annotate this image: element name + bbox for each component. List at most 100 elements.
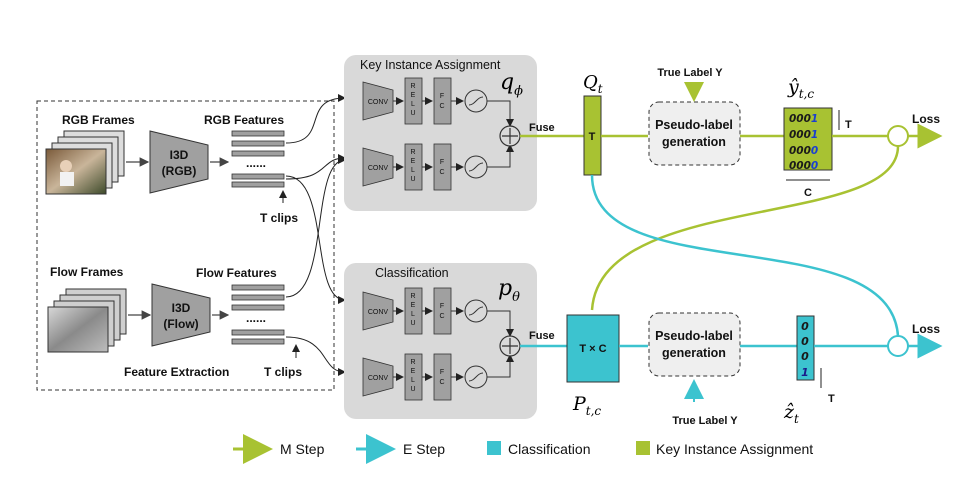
- svg-text:0: 0: [801, 350, 809, 363]
- i3d-rgb-label: I3D: [170, 148, 189, 162]
- svg-text:0000: 0000: [789, 160, 818, 172]
- svg-text:R: R: [410, 83, 415, 90]
- svg-text:R: R: [410, 149, 415, 156]
- i3d-flow-label: I3D: [172, 301, 191, 315]
- pseudo-label-bottom-box: [648, 312, 741, 377]
- cls-conv-2: [362, 357, 394, 397]
- kia-conv-1-label: CONV: [368, 99, 389, 106]
- p-box-label: T × C: [579, 343, 606, 355]
- svg-text:E: E: [411, 92, 416, 99]
- pseudo-label-top-line1: Pseudo-label: [655, 118, 733, 132]
- pseudo-label-bottom-line1: Pseudo-label: [655, 329, 733, 343]
- kia-fuse-label: Fuse: [529, 122, 555, 134]
- p-label: Pt,c: [572, 393, 601, 418]
- kia-fuse-plus: [502, 128, 518, 144]
- q-label: Qt: [583, 72, 603, 96]
- svg-text:F: F: [440, 159, 444, 166]
- i3d-flow-block: [151, 283, 211, 347]
- true-label-bottom: True Label Y: [672, 415, 738, 427]
- cls-fuse-label: Fuse: [529, 330, 555, 342]
- svg-text:L: L: [411, 101, 415, 108]
- true-label-top: True Label Y: [657, 67, 723, 79]
- svg-text:L: L: [411, 377, 415, 384]
- flow-frames-label: Flow Frames: [50, 265, 124, 279]
- legend-m-step-label: M Step: [280, 441, 325, 457]
- yhat-c-dim: C: [804, 187, 812, 199]
- svg-text:0001: 0001: [789, 129, 818, 141]
- loss-top-label: Loss: [912, 112, 940, 126]
- kia-conv-1: [362, 81, 394, 121]
- svg-text:U: U: [410, 320, 415, 327]
- legend-key-instance-label: Key Instance Assignment: [656, 441, 813, 457]
- loss-top-node: [887, 125, 909, 147]
- cls-fc-2: [433, 353, 452, 401]
- svg-text:L: L: [411, 167, 415, 174]
- kia-conv-2-label: CONV: [368, 165, 389, 172]
- feature-connectors: [285, 94, 346, 376]
- flow-features-label: Flow Features: [196, 266, 277, 280]
- cls-fc-1: [433, 287, 452, 335]
- cls-internal-arrows: [393, 307, 514, 381]
- z-label: ẑt: [783, 401, 799, 426]
- loss-bottom-label: Loss: [912, 322, 940, 336]
- cls-sigmoid-2-curve: [468, 372, 484, 382]
- svg-text:E: E: [411, 302, 416, 309]
- yhat-matrix-values: 0001 0001 0000 0000: [789, 113, 818, 172]
- svg-text:C: C: [439, 313, 444, 320]
- svg-text:R: R: [410, 359, 415, 366]
- cls-fuse-plus: [502, 338, 518, 354]
- i3d-flow-sub-label: (Flow): [163, 317, 198, 331]
- yhat-t-dim: T: [845, 119, 852, 131]
- i3d-rgb-sub-label: (RGB): [162, 164, 197, 178]
- kia-fc-1: [433, 77, 452, 125]
- svg-text:F: F: [440, 93, 444, 100]
- z-t-dim: T: [828, 393, 835, 405]
- e-step-path: T × C Pt,c Pseudo-label generation True …: [520, 174, 943, 427]
- t-clips-label-bottom: T clips: [264, 365, 302, 379]
- rgb-features-dots: ......: [246, 156, 266, 170]
- i3d-rgb-block: [149, 130, 209, 194]
- svg-text:C: C: [439, 103, 444, 110]
- t-clips-label-top: T clips: [260, 211, 298, 225]
- pseudo-label-top-box: [648, 101, 741, 166]
- rgb-frames-image: [45, 130, 125, 195]
- flow-frames-image: [47, 288, 127, 353]
- legend: M Step E Step Classification Key Instanc…: [233, 434, 813, 464]
- svg-text:C: C: [439, 169, 444, 176]
- flow-features-dots: ......: [246, 311, 266, 325]
- feature-extraction-border: [36, 100, 335, 391]
- legend-classification-swatch: [487, 441, 501, 455]
- pseudo-label-bottom-line2: generation: [662, 346, 726, 360]
- legend-key-instance-swatch: [636, 441, 650, 455]
- kia-sigmoid-2-curve: [468, 162, 484, 172]
- svg-text:L: L: [411, 311, 415, 318]
- feature-extraction-group: RGB Frames I3D (RGB) RGB Features ......…: [36, 100, 335, 391]
- svg-text:U: U: [410, 176, 415, 183]
- legend-e-step-label: E Step: [403, 441, 445, 457]
- loss-bottom-node: [887, 335, 909, 357]
- svg-text:0: 0: [801, 335, 809, 348]
- svg-text:0001: 0001: [789, 113, 818, 125]
- pseudo-label-top-line2: generation: [662, 135, 726, 149]
- legend-classification-label: Classification: [508, 441, 590, 457]
- cls-conv-1-label: CONV: [368, 309, 389, 316]
- cls-sigmoid-1-curve: [468, 306, 484, 316]
- svg-text:R: R: [410, 293, 415, 300]
- kia-internal-arrows: [393, 97, 514, 171]
- feature-extraction-caption: Feature Extraction: [124, 365, 229, 379]
- rgb-features-label: RGB Features: [204, 113, 284, 127]
- p-box: [566, 314, 620, 383]
- svg-text:C: C: [439, 379, 444, 386]
- yhat-label: ŷt,c: [787, 76, 814, 101]
- kia-module: Key Instance Assignment qϕ CONV CONV REL…: [344, 55, 555, 211]
- svg-text:1: 1: [801, 366, 809, 379]
- z-vector: [796, 315, 815, 381]
- svg-text:E: E: [411, 368, 416, 375]
- svg-text:0: 0: [801, 320, 809, 333]
- svg-text:E: E: [411, 158, 416, 165]
- kia-conv-2: [362, 147, 394, 187]
- svg-text:0000: 0000: [789, 145, 818, 157]
- svg-text:U: U: [410, 386, 415, 393]
